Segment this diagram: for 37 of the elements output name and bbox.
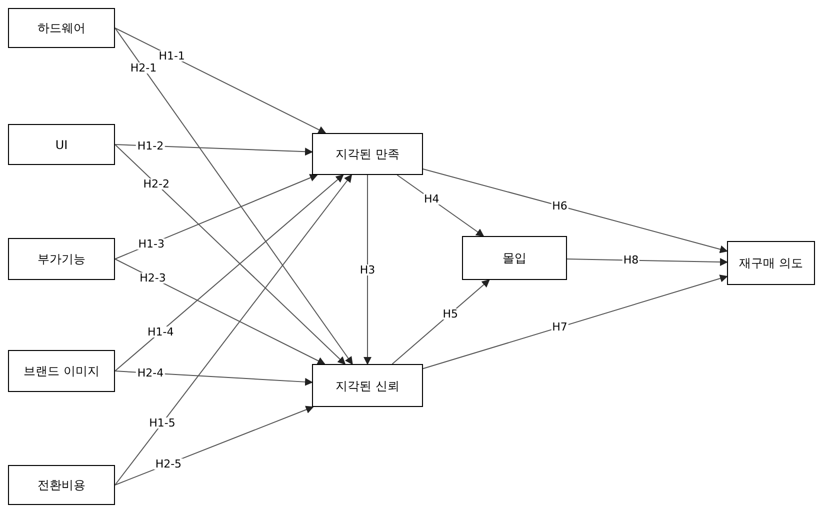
variable-box: 브랜드 이미지: [8, 350, 115, 392]
variable-box: 재구매 의도: [727, 241, 815, 285]
variable-box: 전환비용: [8, 465, 115, 505]
edge-label: H2-3: [138, 272, 167, 284]
variable-box: 지각된 만족: [312, 133, 423, 175]
variable-box: 부가기능: [8, 238, 115, 280]
arrow: [396, 174, 484, 237]
arrow: [114, 258, 326, 364]
edge-label: H1-2: [136, 140, 165, 152]
arrow: [422, 168, 728, 254]
arrow: [566, 258, 728, 266]
edge-label: H7: [551, 322, 568, 333]
edge-label: H3: [358, 264, 376, 275]
arrow: [114, 144, 346, 365]
edge-label: H1-1: [158, 50, 186, 62]
arrow: [114, 174, 352, 486]
variable-box: UI: [8, 124, 115, 165]
edge-label: H2-1: [129, 62, 158, 74]
edge-label: H5: [442, 308, 460, 320]
edge-label: H6: [551, 200, 568, 212]
arrow: [364, 174, 372, 365]
edge-label: H2-4: [136, 368, 165, 379]
variable-box: 지각된 신뢰: [312, 364, 423, 407]
arrow: [114, 28, 353, 365]
edge-label: H8: [622, 254, 640, 266]
edge-label: H1-4: [146, 326, 175, 338]
edge-label: H2-5: [154, 458, 183, 470]
arrow: [114, 28, 326, 134]
variable-box: 하드웨어: [8, 8, 115, 48]
edge-label: H4: [423, 194, 440, 205]
edge-label: H1-3: [137, 238, 166, 250]
arrow: [392, 279, 490, 364]
variable-box: 몰입: [462, 236, 567, 280]
arrow: [114, 174, 344, 372]
edge-label: H2-2: [142, 178, 171, 190]
arrow: [422, 274, 728, 370]
edge-label: H1-5: [148, 418, 176, 428]
